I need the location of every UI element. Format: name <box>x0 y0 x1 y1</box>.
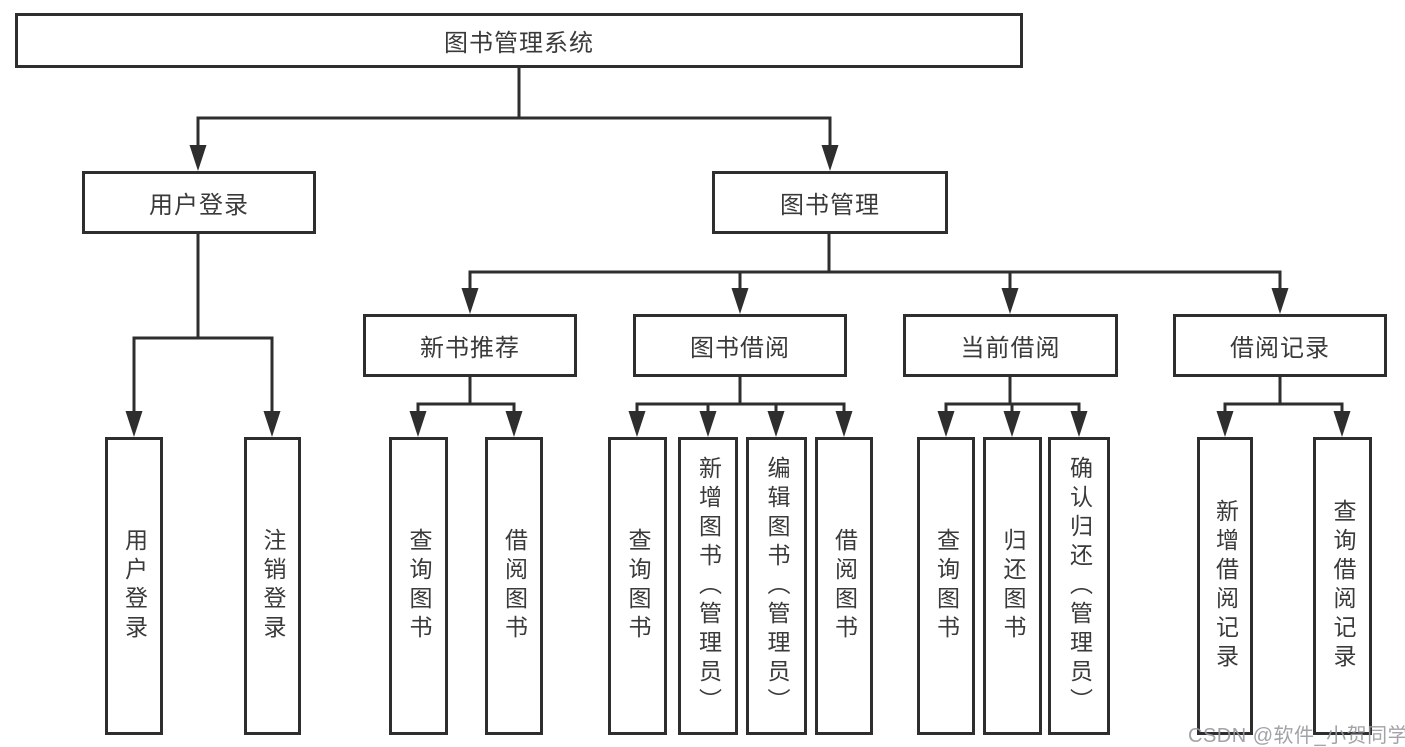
node-label: 图书借阅 <box>690 335 790 362</box>
leaf-add-borrow-record: 新增借阅记录 <box>1197 437 1253 735</box>
leaf-logout: 注销登录 <box>244 437 301 735</box>
csdn-watermark: CSDN @软件_小贺同学 <box>1188 725 1405 747</box>
node-label: 借阅记录 <box>1230 335 1330 362</box>
leaf-label: 归还图书 <box>1000 528 1026 644</box>
node-label: 当前借阅 <box>960 335 1061 362</box>
node-library-management-system: 图书管理系统 <box>15 13 1023 68</box>
leaf-query-books-current: 查询图书 <box>917 437 975 735</box>
leaf-query-books-recommend: 查询图书 <box>389 437 448 735</box>
leaf-label: 查询图书 <box>625 528 651 644</box>
leaf-edit-books-admin: 编辑图书（管理员） <box>746 437 807 735</box>
leaf-borrow-books-recommend: 借阅图书 <box>485 437 543 735</box>
node-book-borrowing: 图书借阅 <box>633 314 847 377</box>
leaf-borrow-books-borrowing: 借阅图书 <box>815 437 873 735</box>
node-label: 图书管理系统 <box>444 30 594 57</box>
leaf-label: 新增图书（管理员） <box>695 455 722 717</box>
leaf-query-books-borrowing: 查询图书 <box>608 437 667 735</box>
node-label: 用户登录 <box>149 192 249 219</box>
leaf-label: 注销登录 <box>260 528 286 644</box>
leaf-label: 借阅图书 <box>501 528 528 644</box>
node-label: 新书推荐 <box>420 335 520 362</box>
leaf-label: 新增借阅记录 <box>1212 499 1239 673</box>
node-borrowing-records: 借阅记录 <box>1173 314 1387 377</box>
leaf-label: 用户登录 <box>121 528 148 644</box>
node-current-borrowing: 当前借阅 <box>903 314 1118 377</box>
node-label: 图书管理 <box>780 192 880 219</box>
leaf-label: 查询图书 <box>406 528 432 644</box>
leaf-user-login: 用户登录 <box>105 437 163 735</box>
leaf-label: 查询借阅记录 <box>1330 499 1356 673</box>
node-user-login: 用户登录 <box>82 171 316 234</box>
leaf-return-books: 归还图书 <box>983 437 1042 735</box>
leaf-label: 查询图书 <box>933 528 960 644</box>
node-new-book-recommend: 新书推荐 <box>363 314 577 377</box>
leaf-label: 确认归还（管理员） <box>1066 455 1093 717</box>
leaf-label: 借阅图书 <box>831 528 858 644</box>
leaf-confirm-return-admin: 确认归还（管理员） <box>1048 437 1110 735</box>
leaf-add-books-admin: 新增图书（管理员） <box>678 437 738 735</box>
leaf-query-borrow-record: 查询借阅记录 <box>1313 437 1372 735</box>
leaf-label: 编辑图书（管理员） <box>764 455 790 717</box>
node-book-management: 图书管理 <box>712 171 948 234</box>
